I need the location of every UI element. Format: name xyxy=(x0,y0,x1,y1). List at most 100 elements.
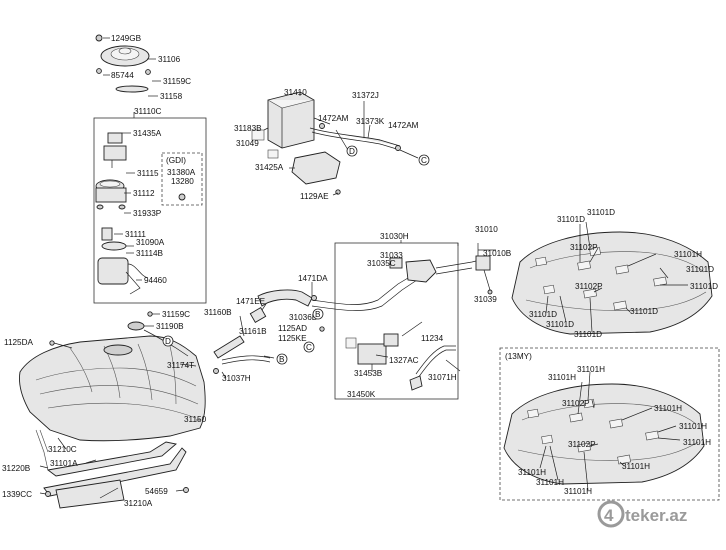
watermark-number: 4 xyxy=(604,506,614,525)
connector-d-tank xyxy=(162,335,174,347)
label-1327ac: 1327AC xyxy=(389,356,419,365)
canister-group xyxy=(251,91,419,196)
label-1339cc: 1339CC xyxy=(2,490,32,499)
heat-shield-top xyxy=(511,221,713,335)
label-1125ad: 1125AD xyxy=(278,324,307,333)
label-31210a: 31210A xyxy=(124,499,153,508)
label-h-31102p-2: 31102P xyxy=(568,440,596,449)
label-r-31101h-1: 31101H xyxy=(674,250,702,259)
label-31158: 31158 xyxy=(160,92,183,101)
label-1125ke: 1125KE xyxy=(278,334,307,343)
connector-c-filler-label: C xyxy=(306,343,312,352)
label-h-31101h-5: 31101H xyxy=(683,438,711,447)
fuel-pump-parts xyxy=(95,132,149,295)
label-31112: 31112 xyxy=(133,189,155,198)
label-31174t: 31174T xyxy=(167,361,194,370)
label-31033: 31033 xyxy=(380,251,403,260)
label-h-31102p-1: 31102P xyxy=(562,399,590,408)
label-31114b: 31114B xyxy=(136,249,164,258)
fuel-pump-assembly-box xyxy=(93,117,207,304)
heat-shield-13my xyxy=(503,371,705,491)
connector-c-top-label: C xyxy=(421,156,427,165)
label-31039: 31039 xyxy=(474,295,497,304)
label-31210c: 31210C xyxy=(48,445,77,454)
label-31410: 31410 xyxy=(284,88,307,97)
label-31049: 31049 xyxy=(236,139,259,148)
label-gdi: (GDI) xyxy=(166,156,186,165)
label-31010: 31010 xyxy=(475,225,498,234)
connector-b-line xyxy=(276,353,288,365)
label-54659: 54659 xyxy=(145,487,168,496)
connector-d-tank-label: D xyxy=(165,337,171,346)
label-31106: 31106 xyxy=(158,55,181,64)
label-r-31101d-4: 31101D xyxy=(690,282,718,291)
label-r-31101d-2: 31101D xyxy=(587,208,615,217)
label-31160b: 31160B xyxy=(204,308,232,317)
label-31933p: 31933P xyxy=(133,209,162,218)
label-31110c: 31110C xyxy=(134,107,162,116)
label-31161b: 31161B xyxy=(239,327,267,336)
label-31071h: 31071H xyxy=(428,373,457,382)
label-1472am-b: 1472AM xyxy=(388,121,419,130)
label-31090a: 31090A xyxy=(136,238,165,247)
label-r-31102p-1: 31102P xyxy=(570,243,598,252)
label-31190b: 31190B xyxy=(156,322,184,331)
connector-d-top xyxy=(346,145,358,157)
13my-variant-box xyxy=(499,347,720,501)
label-h-31101h-9: 31101H xyxy=(564,487,592,496)
tank-straps xyxy=(35,429,189,509)
label-1129ae: 1129AE xyxy=(300,192,329,201)
label-31380a: 31380A xyxy=(167,168,196,177)
label-1471ee: 1471EE xyxy=(236,297,266,306)
label-r-31101d-3: 31101D xyxy=(686,265,714,274)
label-31435a: 31435A xyxy=(133,129,162,138)
label-31450k: 31450K xyxy=(347,390,376,399)
label-31037h: 31037H xyxy=(222,374,251,383)
label-r-31101d-1: 31101D xyxy=(557,215,585,224)
label-31111: 31111 xyxy=(125,230,146,239)
filler-neck-parts xyxy=(213,243,496,391)
label-31159c-top: 31159C xyxy=(163,77,191,86)
label-31035c: 31035C xyxy=(367,259,396,268)
label-h-31101h-2: 31101H xyxy=(577,365,605,374)
connector-d-top-label: D xyxy=(349,147,355,156)
fuel-pump-cover-group xyxy=(95,34,161,97)
filler-neck-box xyxy=(334,242,459,400)
label-13280: 13280 xyxy=(171,177,194,186)
label-1125da: 1125DA xyxy=(4,338,34,347)
label-31115: 31115 xyxy=(137,169,159,178)
label-1472am-a: 1472AM xyxy=(318,114,349,123)
label-85744: 85744 xyxy=(111,71,134,80)
label-94460: 94460 xyxy=(144,276,167,285)
label-31425a: 31425A xyxy=(255,163,284,172)
label-r-31101d-6: 31101D xyxy=(546,320,574,329)
label-r-31101d-5: 31101D xyxy=(529,310,557,319)
fuel-tank xyxy=(19,311,206,442)
connector-c-top xyxy=(418,154,430,166)
label-11234: 11234 xyxy=(421,334,444,343)
connector-c-filler xyxy=(303,341,315,353)
label-31010b: 31010B xyxy=(483,249,512,258)
connector-b-filler xyxy=(312,308,324,320)
label-h-31101h-8: 31101H xyxy=(622,462,650,471)
label-r-31102p-2: 31102P xyxy=(575,282,603,291)
connector-b-line-label: B xyxy=(279,355,285,364)
label-31036b: 31036B xyxy=(289,313,318,322)
label-1249gb: 1249GB xyxy=(111,34,142,43)
label-31150: 31150 xyxy=(184,415,207,424)
watermark-logo: 4 teker.az xyxy=(597,500,687,528)
label-31220b: 31220B xyxy=(2,464,31,473)
label-31183b: 31183B xyxy=(234,124,262,133)
label-31159c: 31159C xyxy=(162,310,190,319)
label-h-31101h-4: 31101H xyxy=(679,422,707,431)
label-r-31101d-8: 31101D xyxy=(574,330,602,339)
watermark-text: teker.az xyxy=(625,506,687,525)
label-r-31101d-7: 31101D xyxy=(630,307,658,316)
gdi-variant-box xyxy=(161,152,203,206)
label-h-31101h-6: 31101H xyxy=(518,468,546,477)
label-31101a: 31101A xyxy=(50,459,78,468)
label-h-31101h-1: 31101H xyxy=(548,373,576,382)
label-13my: (13MY) xyxy=(505,352,532,361)
label-31030h: 31030H xyxy=(380,232,409,241)
